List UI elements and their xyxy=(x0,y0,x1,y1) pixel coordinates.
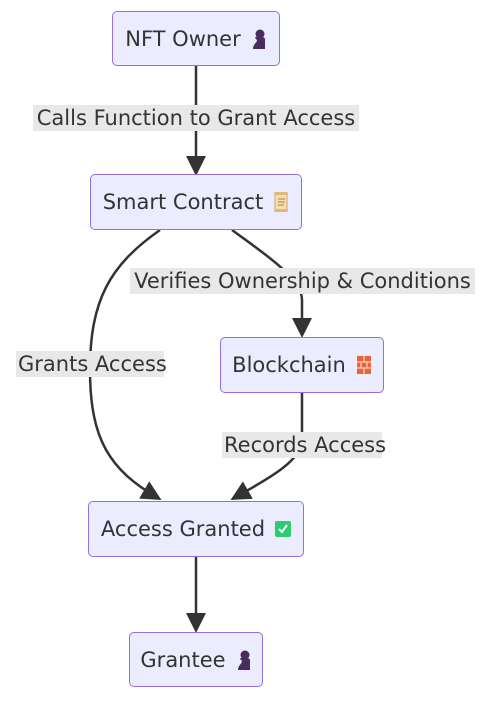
node-nft-owner: NFT Owner xyxy=(112,11,280,66)
edge-label-owner-to-contract: Calls Function to Grant Access xyxy=(33,105,359,131)
scroll-icon xyxy=(273,191,289,213)
person-silhouette-icon xyxy=(236,649,252,671)
edge-label-blockchain-to-access: Records Access xyxy=(222,432,387,458)
brick-icon xyxy=(356,354,372,376)
node-access-granted: Access Granted xyxy=(88,501,304,557)
node-nft-owner-label: NFT Owner xyxy=(125,26,241,51)
person-silhouette-icon xyxy=(251,28,267,50)
check-mark-button-icon xyxy=(275,518,292,540)
node-blockchain-label: Blockchain xyxy=(232,353,346,377)
node-access-granted-label: Access Granted xyxy=(100,517,266,541)
node-grantee: Grantee xyxy=(129,632,263,687)
node-blockchain: Blockchain xyxy=(220,337,384,393)
node-smart-contract: Smart Contract xyxy=(90,174,302,230)
edge-label-contract-to-blockchain: Verifies Ownership & Conditions xyxy=(130,268,475,294)
node-grantee-label: Grantee xyxy=(140,647,226,672)
node-smart-contract-label: Smart Contract xyxy=(102,190,264,214)
edge-label-contract-to-access: Grants Access xyxy=(16,351,167,377)
